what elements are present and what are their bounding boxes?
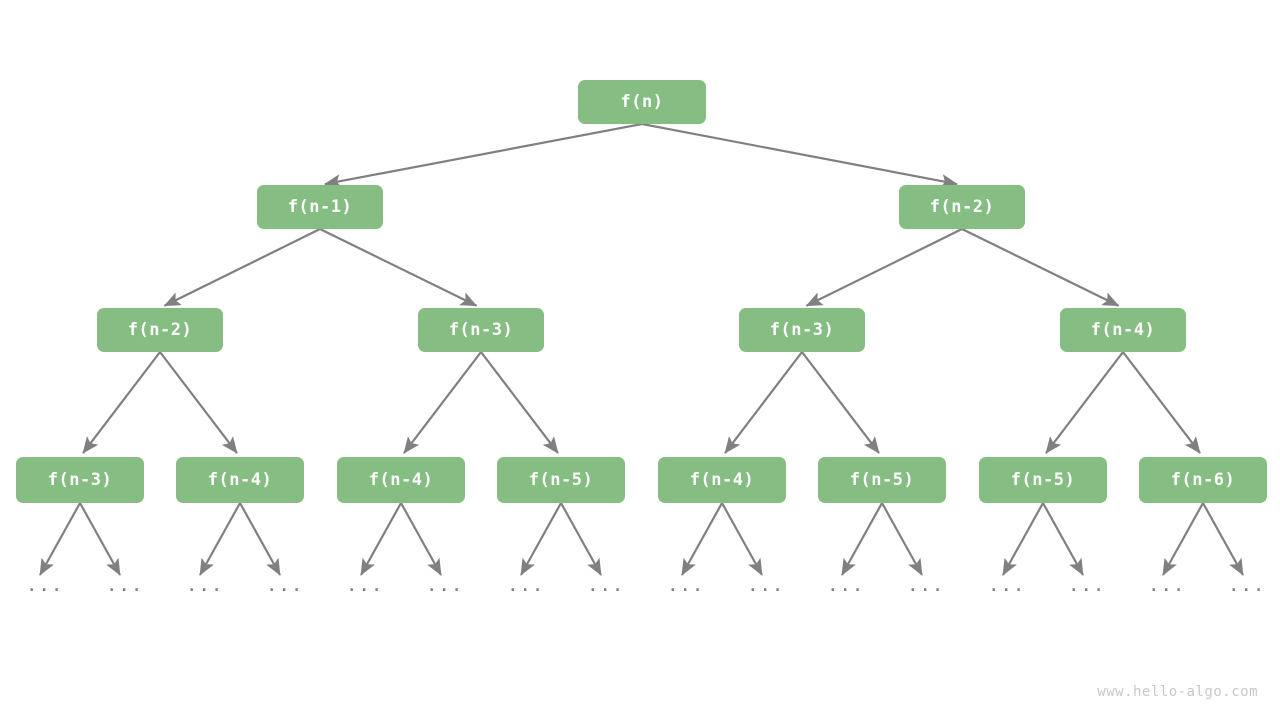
ellipsis-marker: ... bbox=[827, 574, 865, 596]
ellipsis-marker: ... bbox=[907, 574, 945, 596]
tree-node: f(n-4) bbox=[176, 457, 304, 503]
tree-edge-stub bbox=[841, 502, 883, 576]
tree-edge-stub bbox=[560, 502, 602, 576]
edge-group bbox=[82, 122, 1201, 454]
tree-edge bbox=[159, 351, 238, 454]
tree-edge-stub bbox=[681, 502, 723, 576]
tree-node: f(n-3) bbox=[16, 457, 144, 503]
tree-edge-stub bbox=[1162, 502, 1204, 576]
tree-node: f(n-6) bbox=[1139, 457, 1267, 503]
tree-node: f(n-5) bbox=[818, 457, 946, 503]
tree-edge-stub bbox=[1002, 502, 1044, 576]
tree-node: f(n-4) bbox=[1060, 308, 1186, 352]
tree-edge-stub bbox=[360, 502, 402, 576]
ellipsis-marker: ... bbox=[346, 574, 384, 596]
tree-node: f(n-4) bbox=[337, 457, 465, 503]
tree-edge-stub bbox=[721, 502, 763, 576]
ellipsis-marker: ... bbox=[26, 574, 64, 596]
tree-edge bbox=[480, 351, 559, 454]
tree-node: f(n) bbox=[578, 80, 706, 124]
ellipsis-marker: ... bbox=[1068, 574, 1106, 596]
tree-edge bbox=[82, 351, 161, 454]
tree-edge-stub bbox=[239, 502, 281, 576]
tree-node: f(n-2) bbox=[899, 185, 1025, 229]
tree-edge-stub bbox=[400, 502, 442, 576]
tree-edge bbox=[1045, 351, 1124, 454]
tree-edge bbox=[805, 228, 963, 307]
ellipsis-marker: ... bbox=[667, 574, 705, 596]
ellipsis-marker: ... bbox=[507, 574, 545, 596]
tree-edge-stub bbox=[520, 502, 562, 576]
tree-edge bbox=[324, 122, 643, 189]
tree-edge-stub bbox=[79, 502, 121, 576]
ellipsis-marker: ... bbox=[587, 574, 625, 596]
ellipsis-marker: ... bbox=[1228, 574, 1266, 596]
tree-edge bbox=[801, 351, 880, 454]
ellipsis-marker: ... bbox=[186, 574, 224, 596]
tree-node: f(n-3) bbox=[739, 308, 865, 352]
ellipsis-marker: ... bbox=[266, 574, 304, 596]
tree-node: f(n-3) bbox=[418, 308, 544, 352]
tree-edge-stub bbox=[39, 502, 81, 576]
ellipsis-marker: ... bbox=[988, 574, 1026, 596]
tree-node: f(n-4) bbox=[658, 457, 786, 503]
stub-edge-group bbox=[39, 502, 1244, 576]
ellipsis-marker: ... bbox=[1148, 574, 1186, 596]
tree-edge-stub bbox=[1042, 502, 1084, 576]
tree-edge bbox=[961, 228, 1120, 307]
ellipsis-marker: ... bbox=[747, 574, 785, 596]
ellipsis-marker: ... bbox=[426, 574, 464, 596]
ellipsis-marker: ... bbox=[106, 574, 144, 596]
tree-edge-stub bbox=[881, 502, 923, 576]
tree-node: f(n-5) bbox=[979, 457, 1107, 503]
tree-node: f(n-1) bbox=[257, 185, 383, 229]
tree-edge-stub bbox=[1202, 502, 1244, 576]
tree-node: f(n-2) bbox=[97, 308, 223, 352]
watermark: www.hello-algo.com bbox=[1097, 684, 1258, 700]
tree-edge-stub bbox=[199, 502, 241, 576]
tree-edge bbox=[403, 351, 482, 454]
tree-edge bbox=[1122, 351, 1201, 454]
tree-edge bbox=[319, 228, 478, 307]
tree-edge bbox=[163, 228, 321, 307]
tree-edge bbox=[641, 122, 958, 189]
tree-edge bbox=[724, 351, 803, 454]
tree-node: f(n-5) bbox=[497, 457, 625, 503]
